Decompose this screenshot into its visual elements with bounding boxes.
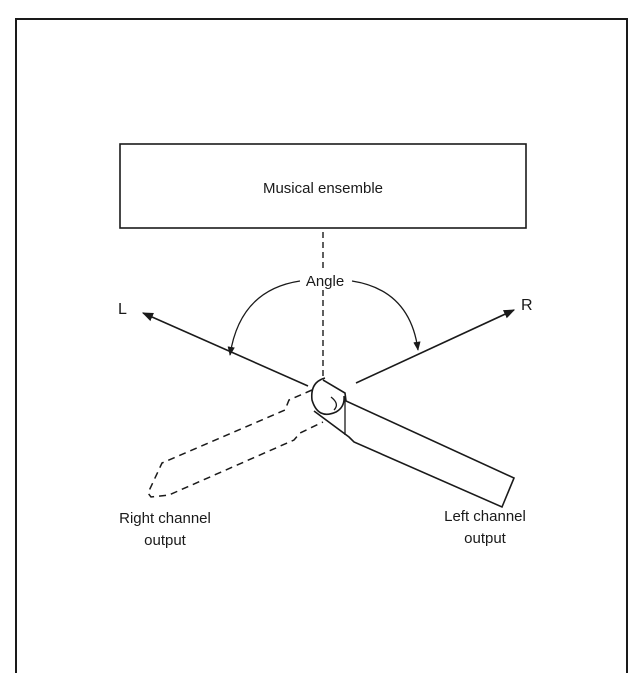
angle-arc-right	[351, 280, 421, 351]
right-output-label-line2: output	[144, 532, 187, 549]
figure-frame	[15, 18, 628, 678]
left-output-label-line1: Left channel	[444, 508, 526, 525]
ensemble-box	[119, 143, 527, 229]
left-channel-microphone-capsule	[310, 377, 345, 416]
ensemble-label: Musical ensemble	[263, 180, 383, 197]
left-channel-microphone-body	[313, 379, 516, 509]
right-output-label-line1: Right channel	[119, 510, 211, 527]
left-axis-label: L	[118, 301, 127, 318]
left-channel-microphone-capsule-inner	[330, 396, 338, 411]
angle-label: Angle	[306, 273, 344, 290]
right-axis-arrow	[355, 309, 516, 384]
right-axis-label: R	[521, 297, 533, 314]
left-axis-arrow	[141, 312, 309, 387]
right-channel-microphone-dashed	[147, 389, 324, 498]
left-output-label-line2: output	[464, 530, 507, 547]
angle-arc-left	[227, 280, 301, 356]
